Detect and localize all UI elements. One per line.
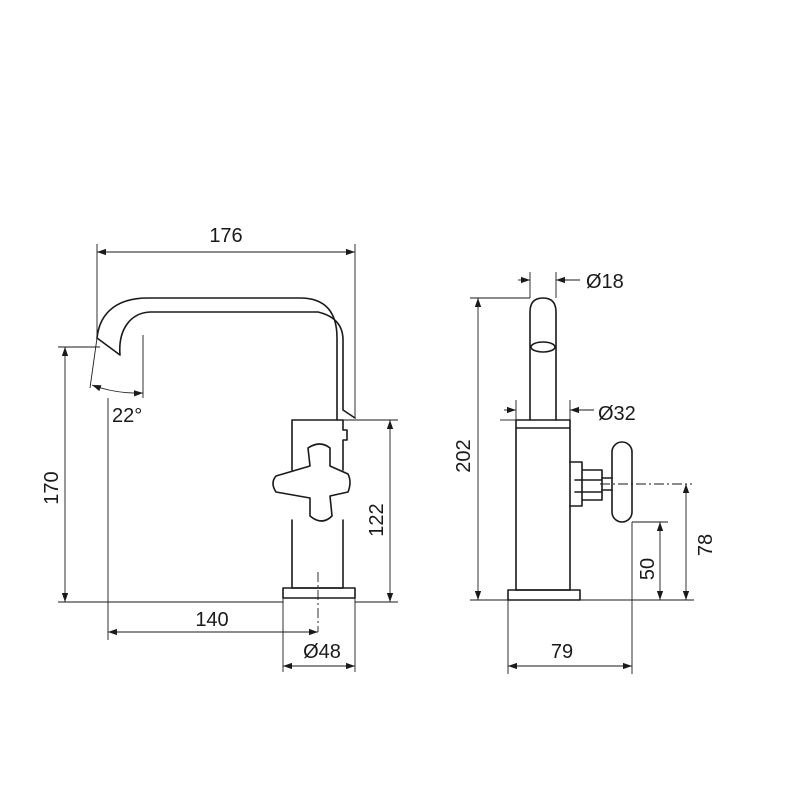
front-base-plate <box>282 587 356 599</box>
dim-base-depth: 79 <box>551 641 573 663</box>
side-view: Ø18 202 Ø32 78 50 79 <box>453 271 717 674</box>
dim-spout-height: 170 <box>41 471 63 504</box>
dim-total-reach: 176 <box>209 225 242 247</box>
cross-handle <box>272 443 351 522</box>
front-view: 176 22° 170 122 140 Ø48 <box>41 225 398 672</box>
dim-spout-diameter: Ø18 <box>586 271 624 293</box>
dim-handle-height: 122 <box>366 503 388 536</box>
dim-spout-angle: 22° <box>112 405 142 427</box>
dim-overall-height: 202 <box>453 439 475 472</box>
side-handle-wheel <box>611 441 633 523</box>
faucet-body <box>291 419 348 589</box>
side-handle-boss <box>569 461 603 507</box>
dim-spout-projection: 140 <box>195 609 228 631</box>
side-spout-tube <box>529 297 557 421</box>
spout-outline <box>96 297 356 421</box>
dim-handle-axis-height: 78 <box>695 534 717 556</box>
dim-body-diameter: Ø32 <box>598 403 636 425</box>
side-base-plate <box>507 589 581 601</box>
side-spout-outlet <box>530 341 556 353</box>
side-body <box>515 419 571 591</box>
dim-lower-height: 50 <box>637 558 659 580</box>
dim-base-diameter: Ø48 <box>303 641 341 663</box>
